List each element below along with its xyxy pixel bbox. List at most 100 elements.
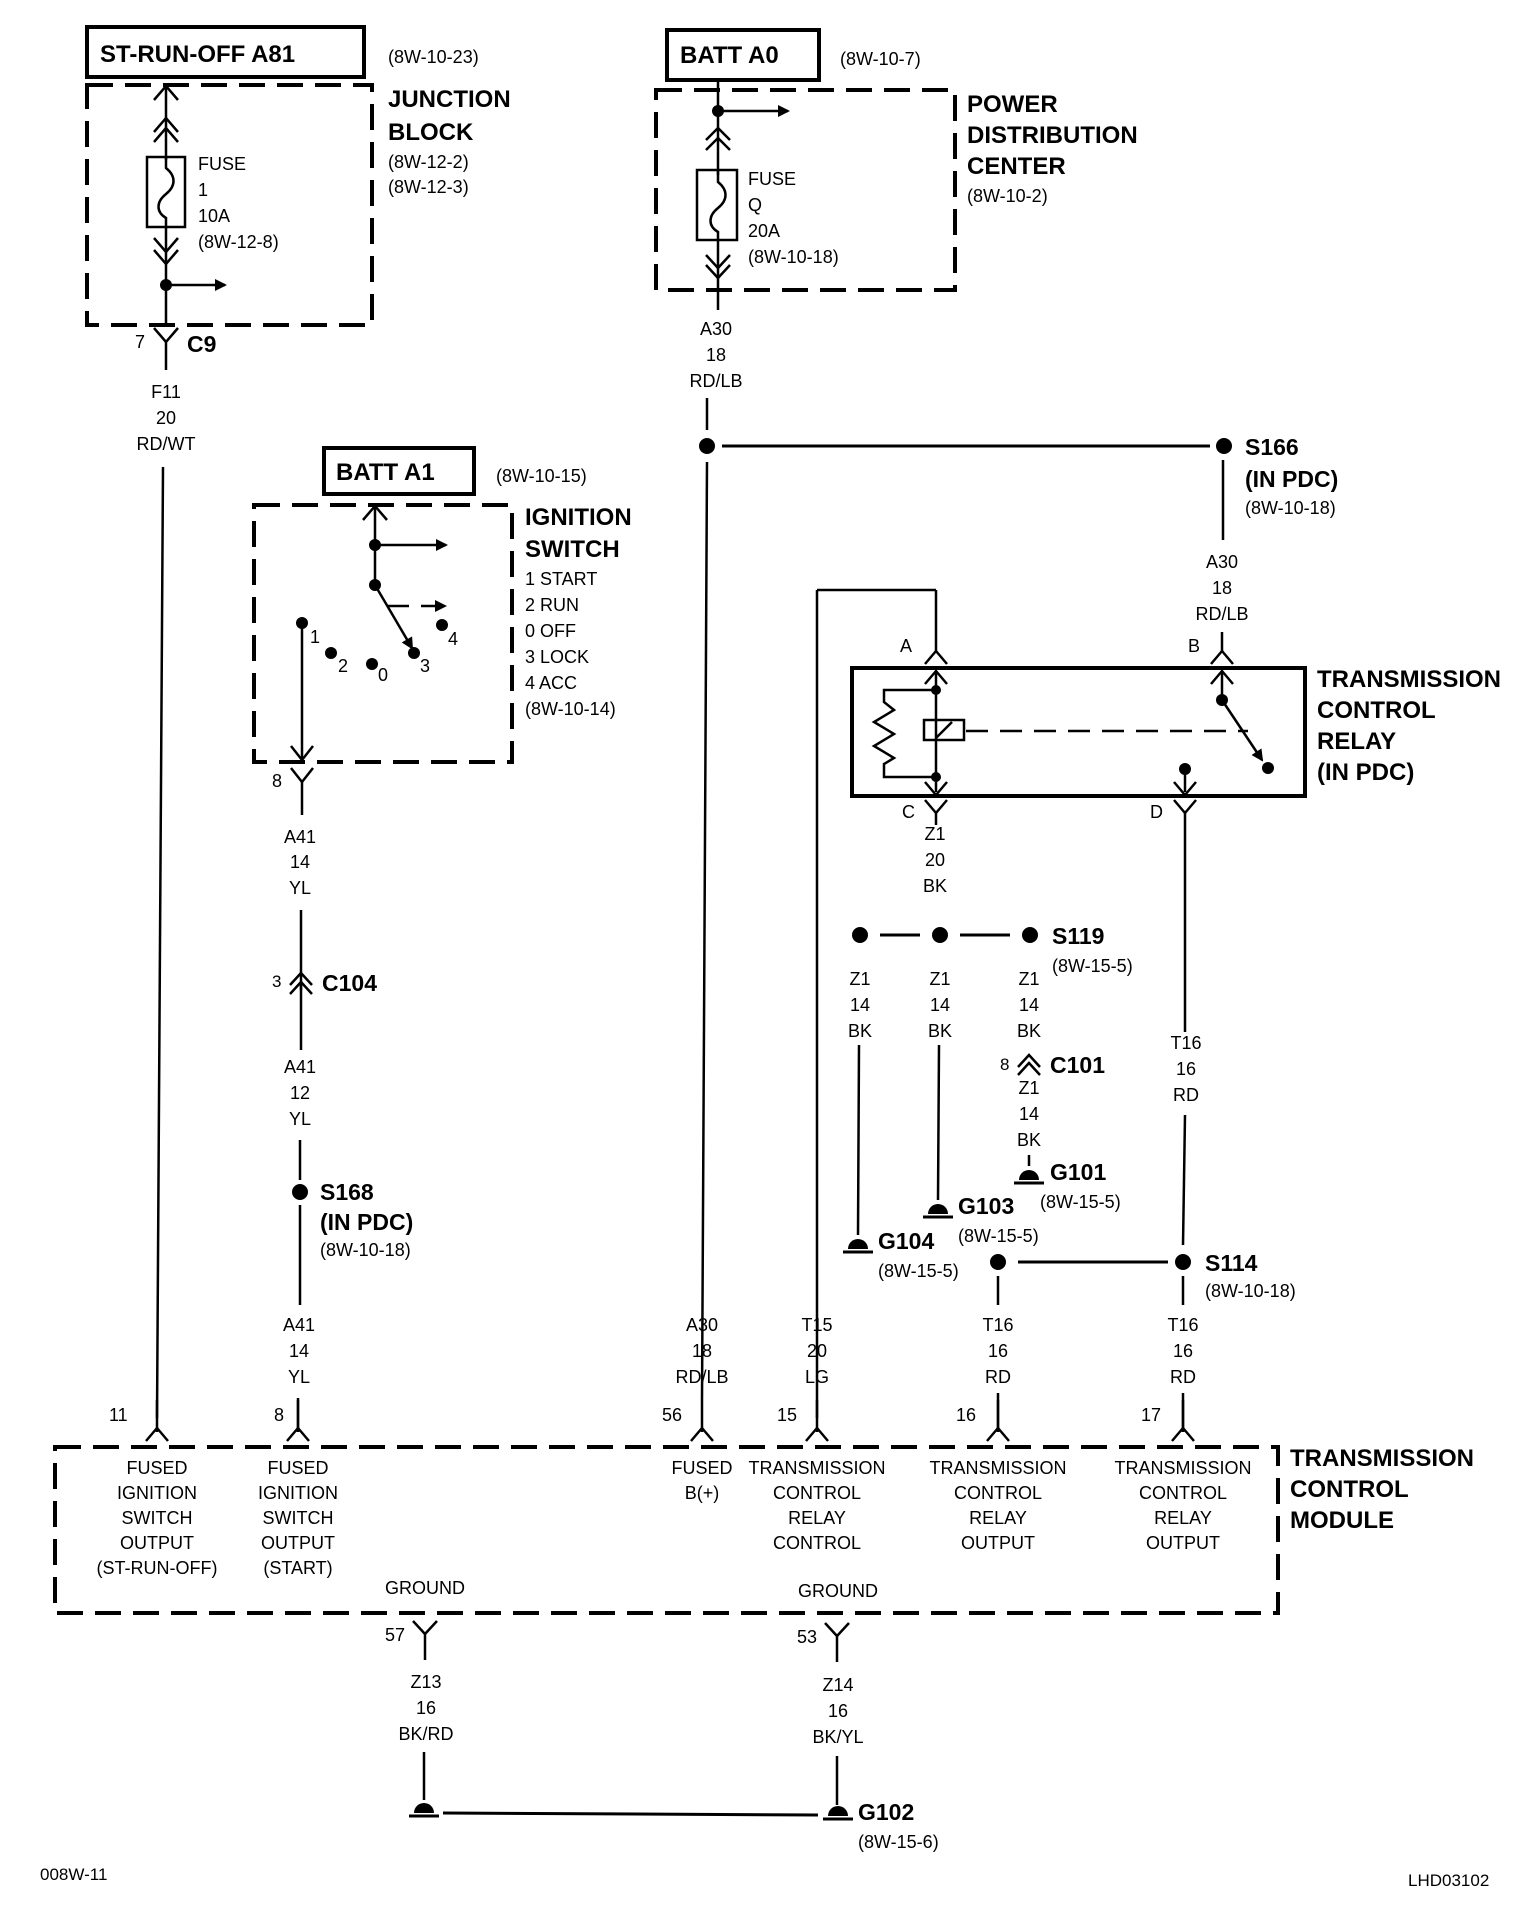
connector-male-icon [290,767,314,785]
wire-a30-relay-color: RD/LB [1195,604,1248,624]
batt-a1-ref: (8W-10-15) [496,466,587,486]
batt-a0-title-box [665,28,821,82]
wire-a30-bot-color: RD/LB [675,1367,728,1387]
pin-description-line: CONTROL [773,1483,861,1503]
wire-z1-relay-gauge: 20 [925,850,945,870]
connector-female-icon [690,1426,714,1442]
contact-2 [325,647,337,659]
relay-pin-b-connector [1210,649,1234,665]
wire-a41-bot-gauge: 14 [289,1341,309,1361]
wire-a41-top-gauge: 14 [290,852,310,872]
splice-s166 [1216,438,1232,454]
contact-3 [408,647,420,659]
pin-number: 8 [274,1405,284,1425]
connector-male-icon [824,1622,850,1638]
wire-z13-circuit: Z13 [410,1672,441,1692]
splice-t16 [990,1254,1006,1270]
contact-1-label: 1 [310,627,320,647]
junction-block-name-2: BLOCK [388,119,474,146]
transmission-control-relay: A B TRANSMISSION CONTROL RELAY (IN PDC) [815,588,1501,1418]
contact-4 [436,619,448,631]
ground-g103: G103 (8W-15-5) [923,1193,1039,1246]
relay-pin-a-connector [924,649,948,665]
wire-z1-mid-circuit: Z1 [929,969,950,989]
splice-z1-left [852,927,868,943]
wire-z1-relay-circuit: Z1 [924,824,945,844]
wire-z1-left-color: BK [848,1021,872,1041]
ground-icon [848,1239,868,1249]
wire-z14-circuit: Z14 [822,1675,853,1695]
g103-name: G103 [958,1193,1014,1219]
wire-z1-right-color: BK [1017,1021,1041,1041]
pin-description-line: RELAY [1154,1508,1212,1528]
wire-a41-mid-circuit: A41 [284,1057,316,1077]
resistor-icon [871,688,936,779]
pin-number: 15 [777,1405,797,1425]
batt-a1-title-box [322,446,476,496]
fuse-q-label: FUSE [748,169,796,189]
contact-0 [366,658,378,670]
pin-description-line: OUTPUT [261,1533,335,1553]
relay-name-4: (IN PDC) [1317,759,1414,786]
wire-a30-bot-gauge: 18 [692,1341,712,1361]
connector-female-icon [805,1426,829,1442]
wire-f11 [155,466,165,1419]
c9-name: C9 [187,331,216,357]
footer-drawing-id: LHD03102 [1408,1871,1489,1890]
c101-name: C101 [1050,1052,1105,1078]
pdc-name-1: POWER [967,91,1058,118]
tcm-outline [53,1445,1280,1615]
relay-name-3: RELAY [1317,728,1396,755]
wire-a41-mid-gauge: 12 [290,1083,310,1103]
wire-z14-color: BK/YL [812,1727,863,1747]
double-chevron-icon [705,126,731,151]
tcm-name-1: TRANSMISSION [1290,1445,1474,1472]
splice-s114 [1175,1254,1191,1270]
pin-description-line: CONTROL [1139,1483,1227,1503]
st-run-off-label: ST-RUN-OFF A81 [100,41,295,68]
wire-z13-color: BK/RD [398,1724,453,1744]
connector-male-icon [412,1620,438,1636]
ground-g101: G101 (8W-15-5) [1014,1159,1121,1212]
ground-icon [414,1803,434,1813]
tcm-ground-pin-53: GROUND 53 [797,1581,878,1662]
batt-a1-label: BATT A1 [336,459,435,486]
wire-a30-relay-gauge: 18 [1212,578,1232,598]
junction-block: JUNCTION BLOCK (8W-12-2) (8W-12-3) FUSE … [85,83,511,327]
batt-a0-ref: (8W-10-7) [840,49,921,69]
wire-t15-circuit: T15 [801,1315,832,1335]
fuse-1-ref: (8W-12-8) [198,232,279,252]
relay-name-2: CONTROL [1317,697,1436,724]
fuse-1-label: FUSE [198,154,246,174]
ignition-switch: IGNITION SWITCH 1 START 2 RUN 0 OFF 3 LO… [252,503,632,764]
fuse-q-rating: 20A [748,221,780,241]
relay-name-1: TRANSMISSION [1317,666,1501,693]
ground-icon [828,1806,848,1816]
wire-t15-color: LG [805,1367,829,1387]
pin-description-line: OUTPUT [961,1533,1035,1553]
s166-ref: (8W-10-18) [1245,498,1336,518]
g101-name: G101 [1050,1159,1106,1185]
wire-t16-a-circuit: T16 [982,1315,1013,1335]
ignition-position-run: 2 RUN [525,595,579,615]
ground-pin-number: 57 [385,1625,405,1645]
wire-f11-color: RD/WT [137,434,196,454]
g104-ref: (8W-15-5) [878,1261,959,1281]
wire-t16-relay-circuit: T16 [1170,1033,1201,1053]
wire-a30-relay-circuit: A30 [1206,552,1238,572]
s114-ref: (8W-10-18) [1205,1281,1296,1301]
fuse-q-ref: (8W-10-18) [748,247,839,267]
junction-block-outline [85,83,374,327]
s119-name: S119 [1052,923,1104,949]
contact-0-label: 0 [378,665,388,685]
pin-description-line: RELAY [969,1508,1027,1528]
ground-splice-left [409,1803,439,1818]
s168-note: (IN PDC) [320,1209,413,1235]
wire-z1-c101-gauge: 14 [1019,1104,1039,1124]
pin-number: 16 [956,1405,976,1425]
ignition-switch-name-2: SWITCH [525,536,620,563]
